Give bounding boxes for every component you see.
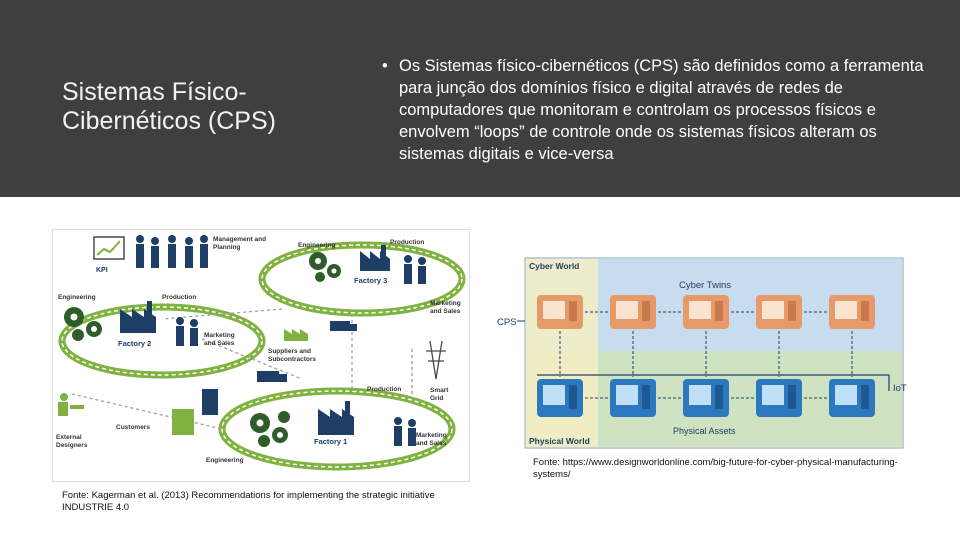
office-building-icon — [202, 389, 218, 415]
label-engineering-bottom: Engineering — [206, 457, 244, 464]
kpi-chart-icon — [93, 236, 125, 260]
factory1-building-icon — [318, 409, 354, 435]
label-engineering-left: Engineering — [58, 294, 96, 301]
label-marketing-top-2: and Sales — [430, 308, 461, 315]
label-mgmt-2: Planning — [213, 244, 240, 251]
bullet-dot: • — [382, 57, 388, 75]
label-external-1: External — [56, 434, 82, 441]
peer-links — [585, 311, 827, 399]
supplier-factory-icon — [284, 329, 308, 341]
truck-bottom-icon — [257, 371, 279, 382]
label-cps: CPS — [497, 317, 517, 328]
caption-left: Fonte: Kagerman et al. (2013) Recommenda… — [62, 490, 435, 513]
label-factory3: Factory 3 — [354, 276, 387, 285]
label-external-2: Designers — [56, 442, 88, 449]
twin-links — [559, 331, 853, 377]
caption-right: Fonte: https://www.designworldonline.com… — [533, 457, 898, 480]
label-engineering-top: Engineering — [298, 242, 336, 249]
label-iot: IoT — [893, 383, 907, 394]
label-customers: Customers — [116, 424, 150, 431]
truck-top-icon — [330, 321, 350, 331]
physical-machine-icon — [683, 379, 729, 417]
label-smart-1: Smart — [430, 387, 449, 394]
label-mgmt-1: Management and — [213, 236, 266, 243]
ring-factory2-dash — [61, 306, 263, 376]
label-suppliers-2: Subcontractors — [268, 356, 316, 363]
bullet-body: Os Sistemas físico-cibernéticos (CPS) sã… — [399, 57, 924, 163]
industrie40-network-diagram: KPI Management and Planning Engineering … — [52, 229, 470, 482]
ring-factory3-dash — [261, 244, 463, 314]
cyber-twin-machine-icon — [683, 295, 729, 329]
label-marketing-bottom-1: Marketing — [416, 432, 447, 439]
iot-bus-line — [537, 374, 890, 391]
label-marketing-left-2: and Sales — [204, 340, 235, 347]
header-band — [0, 0, 960, 197]
cyber-physical-twins-diagram: Cyber World Cyber Twins CPS IoT Physical… — [497, 257, 907, 449]
label-kpi: KPI — [96, 267, 108, 274]
management-people-icon — [136, 235, 208, 268]
label-physical-assets: Physical Assets — [673, 426, 736, 436]
city-building-icon — [172, 409, 194, 435]
cyber-twin-machine-icon — [829, 295, 875, 329]
cyber-twin-machine-icon — [537, 295, 583, 329]
physical-machine-icon — [610, 379, 656, 417]
label-marketing-bottom-2: and Sales — [416, 440, 447, 447]
bullet-text: • Os Sistemas físico-cibernéticos (CPS) … — [382, 55, 924, 165]
physical-machine-icon — [756, 379, 802, 417]
factory2-people-icon — [176, 317, 198, 346]
factory1-people-icon — [394, 417, 416, 446]
label-cyber-world: Cyber World — [529, 261, 579, 271]
label-cyber-twins: Cyber Twins — [679, 280, 731, 291]
factory3-people-icon — [404, 255, 426, 284]
label-marketing-top-1: Marketing — [430, 300, 461, 307]
physical-machine-icon — [829, 379, 875, 417]
cyber-twin-machine-icon — [610, 295, 656, 329]
network-lines — [71, 308, 413, 430]
label-factory1: Factory 1 — [314, 437, 347, 446]
physical-assets-row — [537, 379, 875, 417]
label-production-left: Production — [162, 294, 196, 301]
label-marketing-left-1: Marketing — [204, 332, 235, 339]
label-physical-world: Physical World — [529, 436, 590, 446]
cps-highlight-zone — [526, 259, 598, 447]
label-factory2: Factory 2 — [118, 339, 151, 348]
label-smart-2: Grid — [430, 395, 443, 402]
external-designer-icon — [58, 393, 84, 416]
label-production-top: Production — [390, 239, 424, 246]
cyber-twin-machine-icon — [756, 295, 802, 329]
ring-factory1-dash — [221, 390, 453, 468]
cyber-twins-row — [537, 295, 875, 329]
power-pylon-icon — [426, 340, 446, 380]
slide-title: Sistemas Físico-Cibernéticos (CPS) — [62, 78, 276, 135]
label-production-bottom: Production — [367, 386, 401, 393]
label-suppliers-1: Suppliers and — [268, 348, 311, 355]
physical-machine-icon — [537, 379, 583, 417]
